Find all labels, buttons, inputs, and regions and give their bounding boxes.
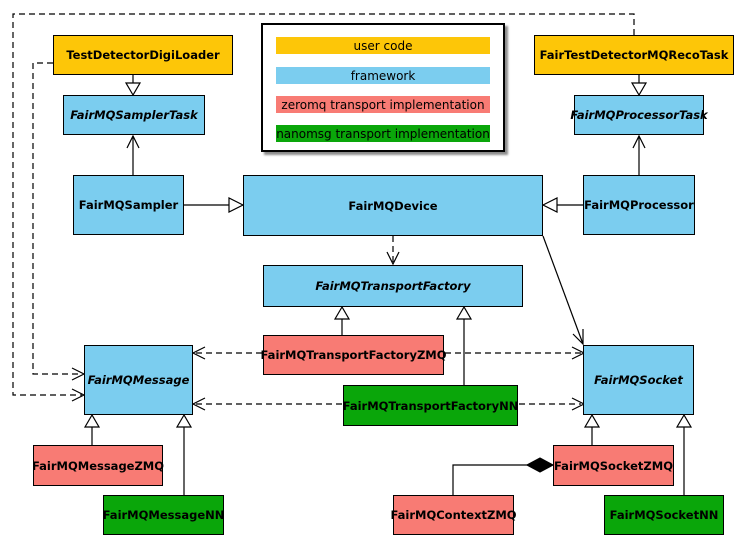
class-fairtestdetectormqrecotask: FairTestDetectorMQRecoTask xyxy=(534,35,734,75)
class-fairmqsocketzmq: FairMQSocketZMQ xyxy=(553,445,674,486)
class-fairmqsocketnn: FairMQSocketNN xyxy=(604,495,724,535)
class-fairmqmessagenn: FairMQMessageNN xyxy=(103,495,224,535)
edge-tfnn-to-transportfactory xyxy=(455,305,473,385)
edge-tfzmq-to-message xyxy=(191,346,262,360)
class-fairmqdevice: FairMQDevice xyxy=(243,175,543,236)
edge-digiloader-to-samplertask xyxy=(124,75,142,97)
class-testdetectordigiloader: TestDetectorDigiLoader xyxy=(53,35,233,75)
legend-box: user code framework zeromq transport imp… xyxy=(261,23,505,152)
edge-socketnn-to-socket xyxy=(675,413,693,495)
legend-item-framework: framework xyxy=(276,67,490,84)
class-fairmqmessage: FairMQMessage xyxy=(84,345,193,415)
edge-messagenn-to-message xyxy=(175,413,193,495)
edge-sampler-to-device xyxy=(184,197,245,213)
class-fairmqsampler: FairMQSampler xyxy=(73,175,184,235)
edge-device-to-transportfactory xyxy=(386,236,400,266)
edge-tfzmq-to-socket xyxy=(445,346,586,360)
class-fairmqtransportfactoryzmq: FairMQTransportFactoryZMQ xyxy=(261,335,447,375)
edge-tfzmq-to-transportfactory xyxy=(333,305,351,335)
edge-processor-to-processortask xyxy=(632,134,646,175)
class-fairmqtransportfactorynn: FairMQTransportFactoryNN xyxy=(343,385,518,426)
edge-socketzmq-to-socket xyxy=(583,413,601,445)
legend-item-nanomsg: nanomsg transport implementation xyxy=(276,125,490,142)
class-fairmqsocket: FairMQSocket xyxy=(583,345,694,415)
class-fairmqtransportfactory: FairMQTransportFactory xyxy=(263,265,523,307)
class-fairmqprocessor: FairMQProcessor xyxy=(583,175,695,235)
legend-item-user-code: user code xyxy=(276,37,490,54)
edge-device-to-socket xyxy=(542,235,584,346)
class-fairmqprocessortask: FairMQProcessorTask xyxy=(570,95,708,135)
edge-messagezmq-to-message xyxy=(83,413,101,445)
class-fairmqcontextzmq: FairMQContextZMQ xyxy=(390,495,517,535)
legend-item-zeromq: zeromq transport implementation xyxy=(276,96,490,113)
edge-recotask-to-processortask xyxy=(630,75,648,97)
edge-tfnn-to-message xyxy=(191,397,342,411)
edge-tfnn-to-socket xyxy=(519,397,586,411)
edge-sampler-to-samplertask xyxy=(126,134,140,175)
edge-processor-to-device xyxy=(541,197,583,213)
edge-contextzmq-to-socketzmq xyxy=(452,457,555,495)
class-fairmqsamplertask: FairMQSamplerTask xyxy=(63,95,205,135)
class-fairmqmessagezmq: FairMQMessageZMQ xyxy=(32,445,164,486)
